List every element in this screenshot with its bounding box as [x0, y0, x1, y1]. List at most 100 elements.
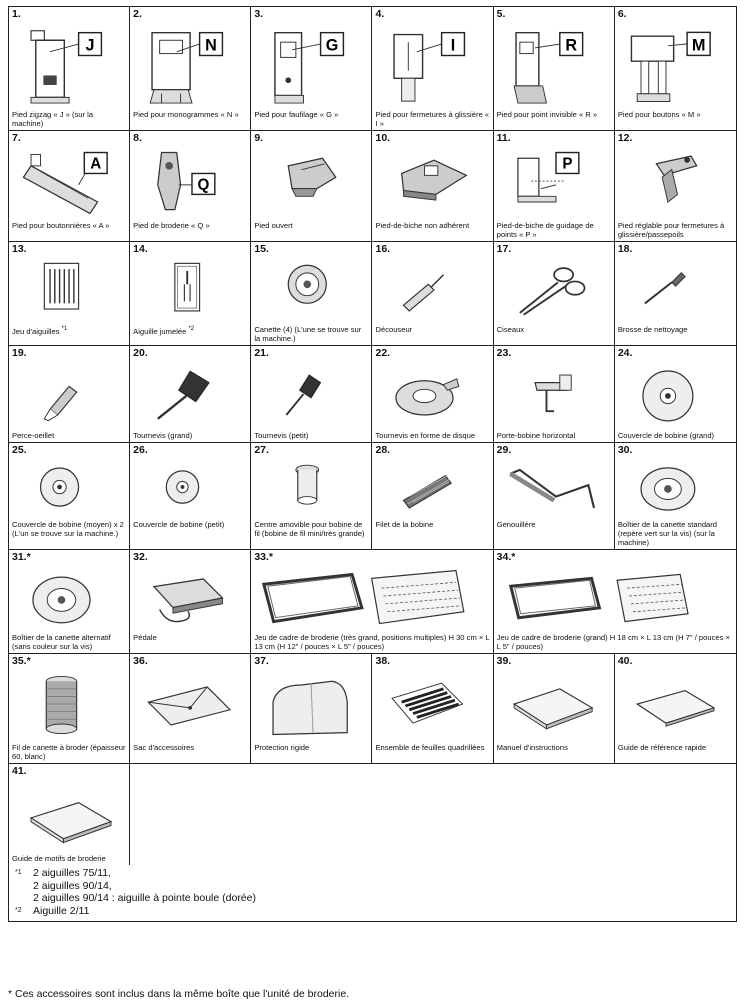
item-label: Pédale — [133, 633, 157, 642]
item-11: 11. P Pied-de-biche de guidage de points… — [494, 131, 615, 241]
item-label: Sac d'accessoires — [133, 743, 195, 752]
screwdriver-large-icon — [157, 370, 210, 420]
item-number: 23. — [496, 347, 512, 359]
item-label: Pied réglable pour fermetures à glissièr… — [617, 221, 725, 239]
item-label: Porte-bobine horizontal — [496, 431, 576, 440]
item-17: 17. Ciseaux — [494, 242, 615, 345]
item-30: 30. Boîtier de la canette standard (repè… — [615, 443, 736, 549]
spool-cap-medium-icon — [39, 467, 80, 507]
footnote-line: 2 aiguilles 90/14, — [33, 879, 112, 892]
item-number: 24. — [617, 347, 633, 359]
item-label: Jeu de cadre de broderie (grand) H 18 cm… — [496, 633, 730, 651]
spool-cap-large-icon — [642, 370, 694, 422]
item-8: 8. Q Pied de broderie « Q » — [130, 131, 252, 241]
item-label: Fil de canette à broder (épaisseur 60, b… — [12, 743, 126, 761]
accessory-row-1: 1. J Pied zigzag « J » (sur la machine) … — [9, 7, 736, 131]
item-29: 29. Genouillère — [494, 443, 615, 549]
adjustable-zipper-foot-icon — [655, 155, 698, 204]
zipper-foot-i-icon: I — [393, 31, 466, 102]
item-label: Couvercle de bobine (grand) — [617, 431, 715, 440]
item-label: Ensemble de feuilles quadrillées — [375, 743, 485, 752]
item-label: Jeu de cadre de broderie (très grand, po… — [254, 633, 490, 651]
accessory-row-3: 13. Jeu d'aiguilles *1 14. Aiguille — [9, 242, 736, 346]
embroidery-unit-note: * Ces accessoires sont inclus dans la mê… — [8, 988, 350, 1000]
accessory-row-2: 7. A Pied pour boutonnières « A » 8. Q P… — [9, 131, 736, 242]
item-number: 28. — [375, 444, 391, 456]
item-7: 7. A Pied pour boutonnières « A » — [9, 131, 131, 241]
item-27: 27. Centre amovible pour bobine de fil (… — [251, 443, 373, 549]
accessory-row-4: 19. Perce-oeillet 20. Tournevis (grand) … — [9, 346, 736, 443]
needle-set-icon — [43, 262, 80, 310]
item-label: Boîtier de la canette alternatif (sans c… — [12, 633, 111, 651]
item-number: 27. — [254, 444, 269, 456]
item-number: 18. — [617, 243, 633, 255]
item-label: Pied pour boutons « M » — [617, 110, 701, 119]
badge-letter: J — [86, 37, 95, 55]
badge-letter: M — [692, 37, 706, 55]
blind-stitch-foot-r-icon: R — [513, 31, 583, 104]
item-number: 11. — [496, 132, 511, 144]
item-number: 8. — [133, 132, 142, 144]
item-1: 1. J Pied zigzag « J » (sur la machine) — [9, 7, 131, 130]
monogram-foot-n-icon: N — [149, 31, 224, 104]
bobbin-thread-spool-icon — [45, 675, 78, 735]
open-toe-foot-icon — [287, 157, 338, 197]
item-25: 25. Couvercle de bobine (moyen) x 2 (L'u… — [9, 443, 131, 549]
footnote-marker: *2 — [15, 906, 22, 914]
basting-foot-g-icon: G — [274, 31, 345, 104]
item-label: Boîtier de la canette standard (repère v… — [617, 520, 718, 547]
scissors-icon — [518, 267, 586, 316]
item-9: 9. Pied ouvert — [251, 131, 373, 241]
item-number: 26. — [133, 444, 148, 456]
item-label: Découseur — [375, 325, 413, 334]
item-label: Couvercle de bobine (petit) — [133, 520, 225, 529]
foot-pedal-icon — [152, 578, 224, 623]
badge-letter: I — [451, 37, 456, 55]
item-label: Pied pour point invisible « R » — [496, 110, 598, 119]
screwdriver-small-icon — [285, 374, 322, 416]
accessory-row-8: 41. Guide de motifs de broderie — [9, 764, 736, 865]
footnote-line: 2 aiguilles 90/14 : aiguille à pointe bo… — [33, 892, 256, 904]
eyelet-punch-icon — [43, 385, 78, 422]
item-label: Protection rigide — [254, 743, 310, 752]
item-label: Perce-oeillet — [12, 431, 55, 440]
item-label: Genouillère — [496, 520, 536, 529]
bobbin-icon — [287, 264, 328, 304]
item-18: 18. Brosse de nettoyage — [615, 242, 736, 345]
item-number: 25. — [12, 444, 27, 456]
item-number: 29. — [496, 444, 512, 456]
item-10: 10. Pied-de-biche non adhérent — [372, 131, 494, 241]
footnote-marker: *1 — [15, 869, 22, 876]
item-number: 2. — [133, 8, 142, 20]
alternate-bobbin-case-icon — [32, 576, 91, 624]
item-20: 20. Tournevis (grand) — [130, 346, 252, 442]
standard-bobbin-case-icon — [640, 467, 696, 511]
item-41: 41. Guide de motifs de broderie — [9, 764, 131, 865]
item-32: 32. Pédale — [130, 550, 252, 653]
badge-letter: R — [565, 37, 577, 55]
item-number: 32. — [133, 551, 148, 563]
item-number: 31.* — [12, 551, 31, 563]
item-number: 1. — [12, 8, 21, 20]
grid-sheet-set-icon — [391, 682, 464, 724]
item-label: Guide de motifs de broderie — [12, 854, 106, 863]
footnote-line: Aiguille 2/11 — [33, 904, 90, 917]
footnotes: *1 2 aiguilles 75/11, 2 aiguilles 90/14,… — [9, 865, 736, 921]
item-37: 37. Protection rigide — [251, 654, 373, 763]
item-label: Pied de broderie « Q » — [133, 221, 210, 230]
item-label: Pied ouvert — [254, 221, 293, 230]
accessory-row-6: 31.* Boîtier de la canette alternatif (s… — [9, 550, 736, 654]
item-number: 17. — [496, 243, 512, 255]
item-35: 35.* Fil de canette à broder (épaisseur … — [9, 654, 131, 763]
item-label: Tournevis (grand) — [133, 431, 193, 440]
item-label: Centre amovible pour bobine de fil (bobi… — [254, 520, 365, 538]
item-13: 13. Jeu d'aiguilles *1 — [9, 242, 131, 345]
item-12: 12. Pied réglable pour fermetures à glis… — [615, 131, 736, 241]
item-label: Couvercle de bobine (moyen) x 2 (L'un se… — [12, 520, 124, 538]
item-33: 33.* Jeu de cadre de broderie (très gran… — [251, 550, 494, 653]
item-number: 39. — [496, 655, 512, 667]
accessory-row-5: 25. Couvercle de bobine (moyen) x 2 (L'u… — [9, 443, 736, 550]
item-14: 14. Aiguille jumelée *2 — [130, 242, 252, 345]
footnote-ref: *1 — [61, 326, 68, 332]
item-number: 13. — [12, 243, 27, 255]
